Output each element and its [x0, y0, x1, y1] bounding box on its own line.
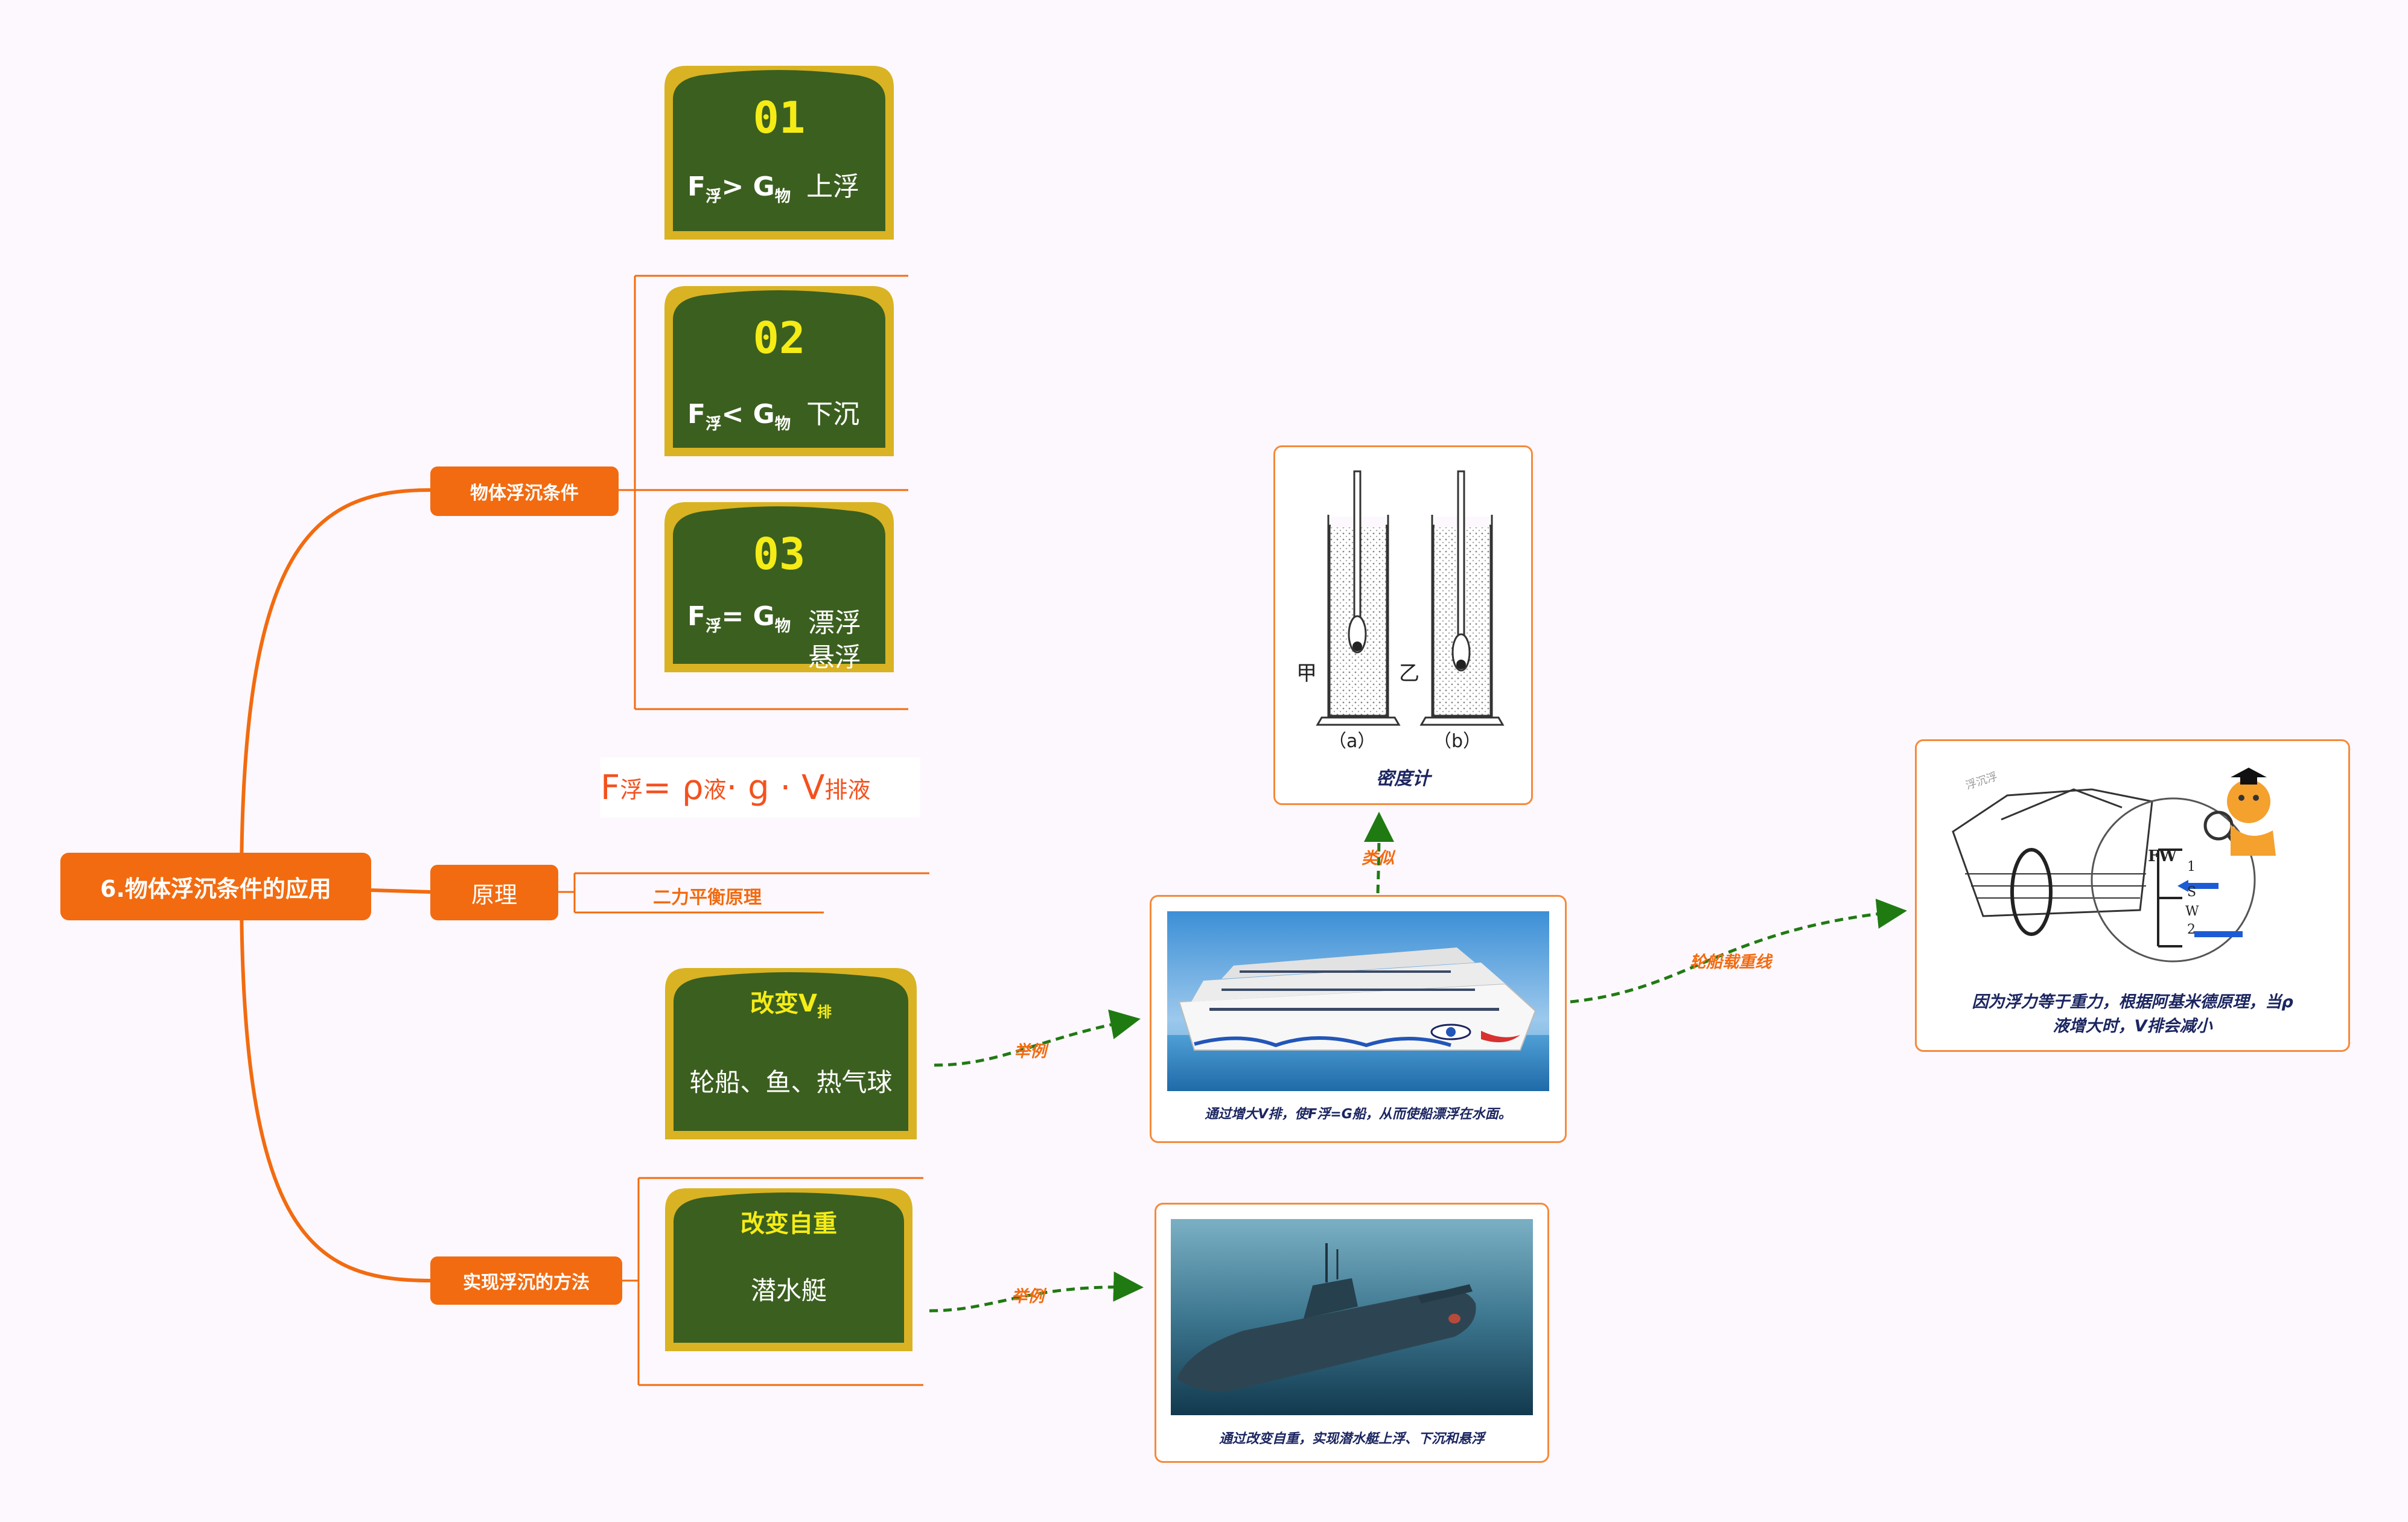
hydrometer-caption: 密度计 [1376, 768, 1430, 789]
method-examples: 潜水艇 [750, 1276, 827, 1305]
loadline-diagram-icon [1941, 753, 2327, 970]
condition-number: 02 [753, 313, 806, 363]
cruise-ship-image [1167, 911, 1549, 1091]
edge-label-example-ship: 举例 [1014, 1042, 1046, 1061]
edge-label-loadline: 轮船载重线 [1690, 953, 1771, 972]
loadline-mark-s: S [2187, 885, 2197, 900]
chalkboard-frame-icon [664, 286, 894, 456]
method-head: 改变V排 [750, 990, 832, 1021]
hydrometer-label-left: 甲 [1296, 661, 1317, 686]
methods-bracket [622, 1177, 923, 1386]
submarine-image [1171, 1219, 1533, 1415]
loadline-mark-fw: FW [2148, 847, 2177, 865]
method-board-volume[interactable]: 改变V排 轮船、鱼、热气球 [663, 966, 919, 1142]
chalkboard-frame-icon [665, 1188, 913, 1351]
root-to-methods-line [240, 887, 431, 1282]
branch-principle[interactable]: 原理 [430, 865, 558, 920]
loadline-mark-2: 2 [2187, 922, 2196, 937]
condition-board-3[interactable]: 03 F浮= G物 漂浮 悬浮 [662, 500, 896, 675]
loadline-card[interactable]: 浮沉浮 FW 1 S W 2 因为浮力等于重力，根据阿基米德原理，当ρ 液增大时… [1915, 739, 2350, 1052]
method-board-weight[interactable]: 改变自重 潜水艇 [663, 1186, 915, 1354]
similar-arrow [1363, 812, 1394, 894]
principle-two-force-balance[interactable]: 二力平衡原理 [653, 887, 762, 908]
loadline-mark-1: 1 [2187, 859, 2196, 874]
ship-caption: 通过增大V排，使F浮=G船，从而使船漂浮在水面。 [1205, 1107, 1512, 1122]
hydrometer-card[interactable]: 甲 乙 （a） （b） 密度计 [1273, 445, 1533, 805]
condition-result-suspend: 悬浮 [808, 642, 861, 673]
loadline-arrow [1570, 899, 1907, 1004]
example-arrow-ship [934, 1009, 1141, 1067]
principle-bracket [558, 872, 929, 914]
hydrometer-tag-b: （b） [1433, 731, 1482, 752]
condition-number: 01 [753, 92, 806, 143]
root-to-conditions-line [240, 488, 431, 888]
method-head: 改变自重 [741, 1210, 837, 1238]
branch-methods[interactable]: 实现浮沉的方法 [430, 1256, 622, 1305]
edge-label-similar: 类似 [1362, 849, 1394, 868]
loadline-mark-w: W [2185, 904, 2199, 919]
branch-conditions[interactable]: 物体浮沉条件 [430, 466, 619, 516]
chalkboard-frame-icon [665, 968, 917, 1139]
condition-result-float: 漂浮 [808, 608, 861, 638]
condition-formula: F浮= G物 [687, 601, 791, 635]
root-to-principle-line [371, 888, 431, 894]
condition-number: 03 [753, 529, 806, 579]
loadline-caption-line1: 因为浮力等于重力，根据阿基米德原理，当ρ [1972, 993, 2293, 1011]
condition-board-1[interactable]: 01 F浮> G物上浮 [662, 63, 896, 242]
condition-formula: F浮< G物下沉 [687, 399, 860, 433]
condition-board-2[interactable]: 02 F浮< G物下沉 [662, 284, 896, 459]
loadline-caption-line2: 液增大时，V排会减小 [2053, 1017, 2212, 1036]
hydrometer-label-right: 乙 [1399, 661, 1419, 686]
chalkboard-frame-icon [664, 66, 894, 240]
root-topic[interactable]: 6.物体浮沉条件的应用 [60, 853, 371, 920]
hydrometer-diagram-icon [1316, 470, 1505, 726]
condition-formula: F浮> G物上浮 [687, 171, 860, 206]
submarine-caption: 通过改变自重，实现潜水艇上浮、下沉和悬浮 [1218, 1431, 1485, 1447]
hydrometer-tag-a: （a） [1328, 731, 1376, 752]
chalkboard-frame-icon [664, 502, 894, 672]
ship-card[interactable]: 通过增大V排，使F浮=G船，从而使船漂浮在水面。 [1150, 895, 1567, 1143]
submarine-card[interactable]: 通过改变自重，实现潜水艇上浮、下沉和悬浮 [1155, 1203, 1549, 1463]
conditions-bracket [619, 275, 908, 710]
example-arrow-submarine [929, 1271, 1144, 1313]
edge-label-example-submarine: 举例 [1011, 1287, 1044, 1306]
method-examples: 轮船、鱼、热气球 [689, 1068, 893, 1097]
